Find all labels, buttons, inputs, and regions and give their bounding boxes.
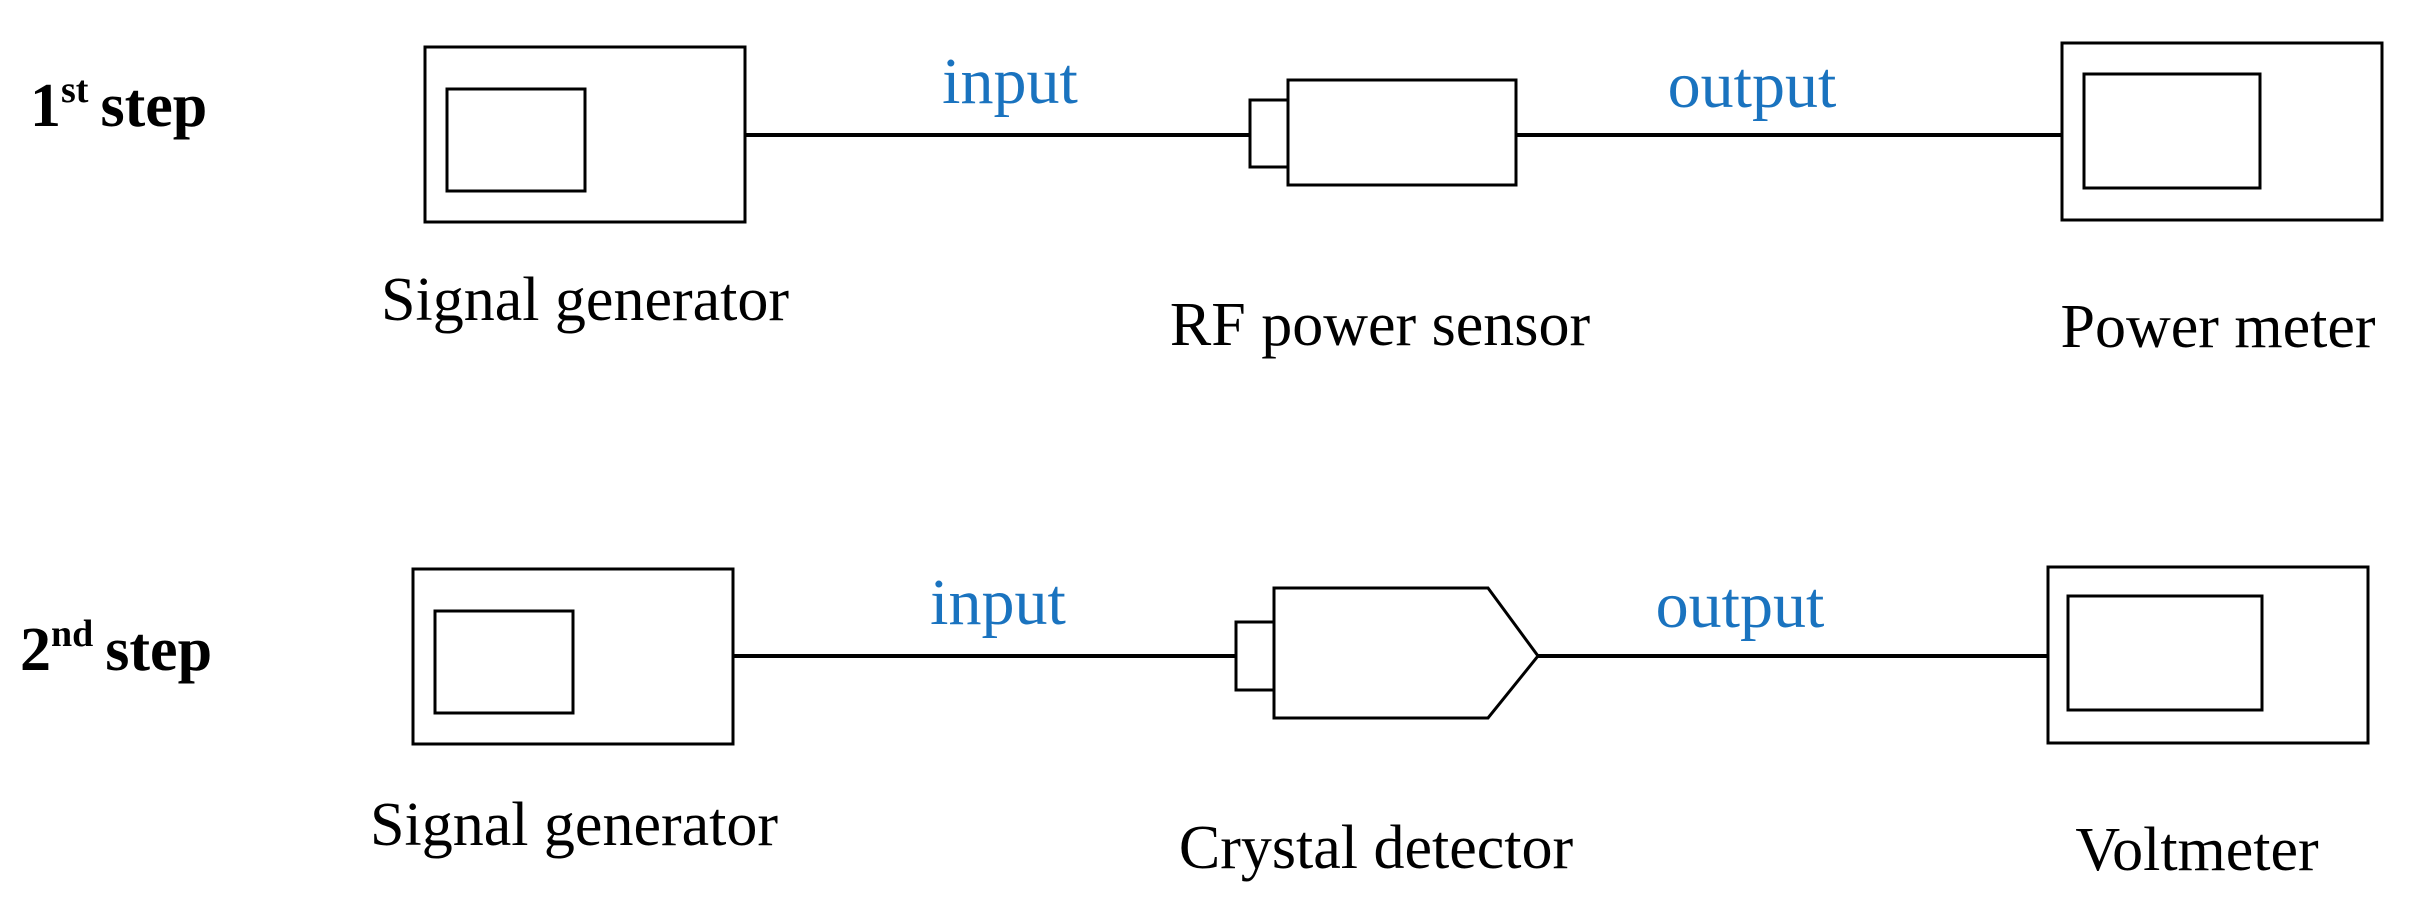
signal-generator-1-label: Signal generator: [381, 266, 789, 334]
step-2-word: step: [105, 616, 212, 684]
rf-power-sensor-body: [1286, 78, 1518, 187]
step-1-ordinal-suffix: st: [61, 69, 89, 111]
power-meter-label: Power meter: [2060, 293, 2375, 361]
voltmeter-label: Voltmeter: [2075, 816, 2319, 884]
signal-generator-2-screen: [433, 609, 575, 715]
step-1-number: 1: [30, 72, 61, 140]
step-2-number: 2: [20, 616, 51, 684]
signal-generator-1-screen: [445, 87, 587, 193]
rf-power-sensor-label: RF power sensor: [1170, 291, 1591, 359]
step-2-output-label: output: [1656, 569, 1825, 642]
step-1-output-label: output: [1668, 49, 1837, 122]
signal-generator-2-label: Signal generator: [370, 791, 778, 859]
crystal-detector-label: Crystal detector: [1179, 814, 1574, 882]
step-1-input-label: input: [942, 45, 1078, 118]
power-meter-screen: [2082, 72, 2262, 190]
voltmeter-screen: [2066, 594, 2264, 712]
rf-power-sensor-connector: [1248, 98, 1290, 169]
crystal-detector-body: [1272, 586, 1540, 720]
step-1-word: step: [100, 72, 207, 140]
step-2-ordinal-suffix: nd: [51, 613, 93, 655]
step-2-input-label: input: [930, 566, 1066, 639]
crystal-detector-connector: [1234, 620, 1276, 692]
